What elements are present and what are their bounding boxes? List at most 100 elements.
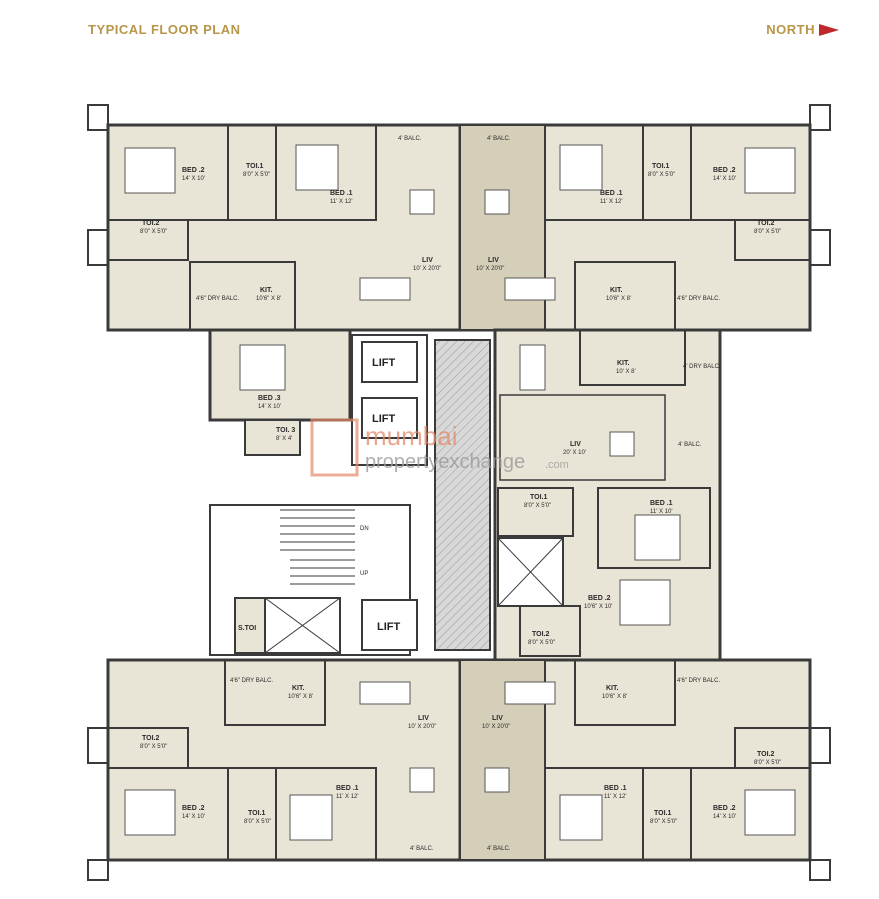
room-label: TOI.2 <box>142 220 159 227</box>
room-label: 4' BALC. <box>398 136 422 142</box>
room-label: KIT. <box>260 287 273 294</box>
dining-table-icon <box>519 344 546 391</box>
room-label: TOI.1 <box>654 810 671 817</box>
room-label: BED .1 <box>600 190 623 197</box>
building-core <box>209 334 491 656</box>
room-label: BED .2 <box>588 595 611 602</box>
room-dim: 10'6" X 8' <box>606 296 631 302</box>
room-label: BED .1 <box>650 500 673 507</box>
room-label: 4'6" DRY BALC. <box>230 678 273 684</box>
room-label: KIT. <box>610 287 623 294</box>
coffee-table-icon <box>484 767 510 793</box>
lift-1 <box>361 341 418 383</box>
room-label: BED .1 <box>604 785 627 792</box>
room-label: TOI.2 <box>757 751 774 758</box>
watermark-site: propertyexchange <box>365 451 525 473</box>
room-dim: 8'0" X 5'0" <box>648 172 675 178</box>
room-dim: 10' X 8' <box>616 369 636 375</box>
room-kitchen <box>224 659 326 726</box>
coffee-table-icon <box>409 189 435 215</box>
watermark-suffix: .com <box>545 459 569 471</box>
room-label: LIV <box>422 257 433 264</box>
room-label: 4' BALC. <box>487 846 511 852</box>
watermark-logo-icon <box>310 418 359 477</box>
room-dim: 8'0" X 5'0" <box>754 760 781 766</box>
room-label: BED .3 <box>258 395 281 402</box>
stair-label: UP <box>360 571 368 577</box>
stair-label: DN <box>360 526 369 532</box>
room-label: 4' BALC. <box>487 136 511 142</box>
room-label: S.TOI <box>238 625 256 632</box>
corridor <box>434 339 491 651</box>
room-dim: 10'6" X 8' <box>288 694 313 700</box>
room-dim: 11' X 12' <box>336 794 359 800</box>
unit-bottom-left <box>87 658 462 881</box>
room-dim: 20' X 10' <box>563 450 586 456</box>
north-label: NORTH <box>766 22 815 37</box>
bed-icon <box>295 144 339 191</box>
dining-table-icon <box>504 681 556 705</box>
room-dim: 14' X 10' <box>182 814 205 820</box>
room-label: TOI.2 <box>142 735 159 742</box>
lift-label: LIFT <box>372 357 395 369</box>
room-dim: 10'6" X 8' <box>602 694 627 700</box>
room-dim: 11' X 12' <box>604 794 627 800</box>
room-dim: 8'0" X 5'0" <box>244 819 271 825</box>
room-dim: 10'6" X 8' <box>256 296 281 302</box>
room-labels: BED .2 14' X 10' TOI.1 8'0" X 5'0" BED .… <box>140 136 781 852</box>
room-label: LIV <box>492 715 503 722</box>
room-label: KIT. <box>606 685 619 692</box>
room-dim: 8'0" X 5'0" <box>140 744 167 750</box>
room-label: 4'6" DRY BALC. <box>196 296 239 302</box>
room-dim: 11' X 12' <box>600 199 623 205</box>
room-toilet2 <box>519 605 581 657</box>
bed-icon <box>634 514 681 561</box>
room-dim: 14' X 10' <box>713 176 736 182</box>
bed-icon <box>559 794 603 841</box>
room-living <box>499 394 666 481</box>
room-dim: 10' X 20'0" <box>408 724 436 730</box>
room-label: TOI.1 <box>530 494 547 501</box>
room-label: BED .1 <box>330 190 353 197</box>
room-label: TOI.1 <box>652 163 669 170</box>
unit-middle-right <box>493 328 722 662</box>
room-label: KIT. <box>617 360 630 367</box>
bed-icon <box>124 147 176 194</box>
room-dim: 8'0" X 5'0" <box>528 640 555 646</box>
room-label: BED .2 <box>182 167 205 174</box>
room-label: LIV <box>570 441 581 448</box>
bed-icon <box>124 789 176 836</box>
unit-top-right <box>458 104 831 332</box>
room-bed2 <box>690 767 811 861</box>
room-bed1 <box>597 487 711 569</box>
bed-icon <box>619 579 671 626</box>
lift-label: LIFT <box>377 621 400 633</box>
room-label: TOI.1 <box>246 163 263 170</box>
room-kitchen <box>574 659 676 726</box>
room-label: BED .2 <box>182 805 205 812</box>
room-toilet3 <box>244 419 301 456</box>
room-dim: 10' X 20'0" <box>482 724 510 730</box>
lift-2 <box>361 397 418 439</box>
room-dim: 14' X 10' <box>182 176 205 182</box>
room-label: 4' BALC. <box>678 442 702 448</box>
room-kitchen <box>579 329 686 386</box>
room-dim: 10' X 20'0" <box>476 266 504 272</box>
coffee-table-icon <box>484 189 510 215</box>
room-label: TOI. 3 <box>276 427 295 434</box>
room-servant-toilet <box>234 597 266 654</box>
watermark: mumbai propertyexchange .com <box>310 418 569 477</box>
room-dim: 8'0" X 5'0" <box>140 229 167 235</box>
room-dim: 8'0" X 5'0" <box>650 819 677 825</box>
room-bed1 <box>275 767 377 861</box>
plan-title: TYPICAL FLOOR PLAN <box>88 22 241 37</box>
room-label: TOI.2 <box>532 631 549 638</box>
room-dim: 11' X 10' <box>650 509 673 515</box>
unit-top-left <box>87 104 462 332</box>
bed-icon <box>744 147 796 194</box>
room-label: 4' DRY BALC. <box>683 364 721 370</box>
room-dim: 10'6" X 10' <box>584 604 612 610</box>
room-label: 4'6" DRY BALC. <box>677 678 720 684</box>
room-label: KIT. <box>292 685 305 692</box>
